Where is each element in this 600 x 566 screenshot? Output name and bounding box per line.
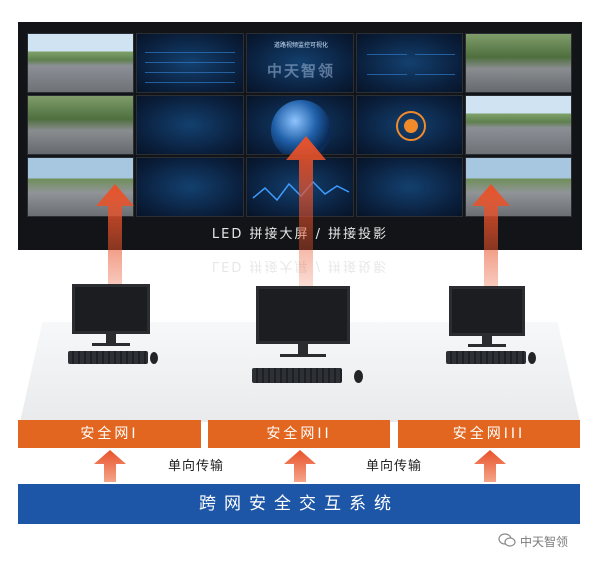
dashboard-panel-2: 道路视频监控可视化 中天智领	[246, 33, 354, 93]
dashboard-panel-3	[356, 33, 463, 93]
globe-icon	[271, 100, 331, 154]
wechat-icon	[498, 533, 516, 547]
keyboard-center	[252, 368, 342, 383]
monitor-base-left	[92, 343, 130, 346]
camera-tile-5	[465, 95, 572, 155]
monitor-stand-right	[482, 336, 492, 345]
screen-title: 道路视频监控可视化	[273, 42, 328, 49]
camera-tile-2	[27, 95, 134, 155]
monitor-center	[256, 286, 350, 344]
transfer-arrow-3	[474, 450, 506, 482]
brand-watermark-text: 中天智领	[266, 62, 335, 80]
transfer-arrow-2	[284, 450, 316, 482]
mouse-center	[354, 370, 363, 383]
watermark: 中天智领	[498, 531, 598, 551]
keyboard-left	[68, 351, 148, 364]
up-arrow-center	[286, 136, 326, 296]
monitor-base-center	[280, 354, 326, 357]
monitor-base-right	[468, 344, 506, 347]
transfer-label-2: 单向传输	[366, 459, 423, 474]
monitor-right	[449, 286, 525, 336]
dashboard-panel-6	[136, 157, 244, 217]
zone-network-3: 安全网III	[398, 420, 580, 448]
zone-network-1: 安全网I	[18, 420, 201, 448]
monitor-stand-left	[106, 334, 116, 344]
globe-panel	[246, 95, 354, 155]
monitor-stand-center	[298, 344, 308, 355]
dashboard-panel-8	[356, 157, 463, 217]
up-arrow-right	[472, 184, 510, 309]
monitor-left	[72, 284, 150, 334]
mouse-left	[150, 352, 158, 364]
camera-tile-1	[27, 33, 134, 93]
transfer-label-1: 单向传输	[168, 459, 225, 474]
cross-network-system-bar: 跨网安全交互系统	[18, 484, 580, 524]
video-wall: 道路视频监控可视化 中天智领	[18, 22, 582, 250]
mouse-right	[528, 352, 536, 364]
dashboard-panel-1	[136, 33, 244, 93]
up-arrow-left	[96, 184, 134, 309]
dashboard-panel-5	[356, 95, 463, 155]
target-icon	[396, 111, 426, 141]
camera-tile-6	[465, 157, 572, 217]
watermark-text: 中天智领	[520, 535, 569, 549]
zone-network-2: 安全网II	[208, 420, 390, 448]
camera-tile-4	[465, 33, 572, 93]
dashboard-panel-4	[136, 95, 244, 155]
keyboard-right	[446, 351, 526, 364]
transfer-arrow-1	[94, 450, 126, 482]
